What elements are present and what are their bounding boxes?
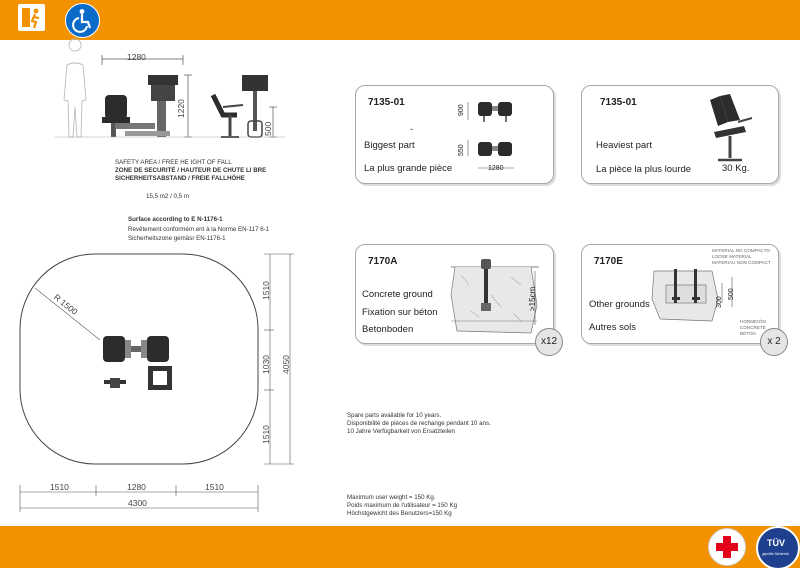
- max-weight-line-3: Höchstgewicht des Benutzers=150 Kg: [347, 510, 452, 517]
- biggest-part-dim-bottom: 1280: [488, 165, 504, 172]
- spares-line-1: Spare parts available for 10 years.: [347, 412, 442, 419]
- other-note-2: LOOSE MATERIAL: [712, 254, 752, 259]
- elevation-height-dim: 1220: [176, 99, 186, 118]
- safety-area: 15,5 m2 / 0,5 m: [146, 193, 189, 200]
- footer-bar: [0, 526, 800, 568]
- wheelchair-accessibility-icon: [65, 3, 100, 38]
- other-grounds-card: 7170E Other grounds Autres sols MATERIAL…: [581, 244, 779, 344]
- other-grounds-label-fr: Autres sols: [589, 322, 636, 333]
- safety-line-3: SICHERHEITSABSTAND / FREIE FALLHÖHE: [115, 175, 245, 182]
- header-bar: [0, 0, 800, 40]
- other-grounds-label-en: Other grounds: [589, 299, 650, 310]
- plan-drawing: [19, 253, 294, 512]
- concrete-ground-code: 7170A: [368, 256, 398, 267]
- plan-bottom-dim-right: 1510: [205, 482, 224, 492]
- spares-line-3: 10 Jahre Verfügbarkeit von Ersatzteilen: [347, 428, 455, 435]
- safety-line-1: SAFETY AREA / FREE HE IGHT OF FALL: [115, 159, 232, 166]
- plan-right-dim-bottom: 1510: [261, 425, 271, 444]
- surface-line-3: Sicherheitszone gemäsr EN-1176-1: [128, 235, 226, 242]
- plan-bottom-dim-left: 1510: [50, 482, 69, 492]
- plan-right-dim-top: 1510: [261, 281, 271, 300]
- other-dim-a: 300: [716, 296, 723, 308]
- other-note-3: MATERIAU NON COMPACT: [712, 260, 771, 265]
- surface-line-1: Surface according to E N-1176-1: [128, 216, 223, 223]
- other-grounds-drawing: [651, 269, 733, 322]
- other-note-1: MATERIAL NO COMPACTO: [712, 248, 771, 253]
- biggest-part-card: 7135-01 - Biggest part La plus grande pi…: [355, 85, 554, 184]
- heaviest-part-drawing: [710, 94, 753, 162]
- other-note-4: HORMIGÓN: [740, 319, 766, 324]
- biggest-part-label-fr: La plus grande pièce: [364, 163, 453, 174]
- concrete-ground-card: 7170A Concrete ground Fixation sur béton…: [355, 244, 554, 344]
- tuv-logo-subtext: geprüfte Sicherheit: [762, 552, 789, 556]
- biggest-part-dim-side: 550: [458, 144, 465, 156]
- tuv-logo-text: TÜV: [767, 538, 785, 548]
- plan-right-dim-middle: 1030: [261, 355, 271, 374]
- heaviest-part-card: 7135-01 Heaviest part La pièce la plus l…: [581, 85, 779, 184]
- max-weight-line-1: Maximum user weight = 150 Kg.: [347, 494, 436, 501]
- heaviest-part-code: 7135-01: [600, 97, 637, 108]
- concrete-count-badge: x12: [535, 328, 563, 356]
- max-weight-line-2: Poids maximum de l'utilisateur = 150 Kg: [347, 502, 458, 509]
- other-dim-b: 500: [728, 288, 735, 300]
- concrete-ground-label-fr: Fixation sur béton: [362, 307, 438, 318]
- biggest-part-drawing: [467, 102, 514, 169]
- heaviest-part-label-en: Heaviest part: [596, 140, 652, 151]
- elevation-drawing: [55, 38, 285, 138]
- spares-line-2: Disponibilité de pièces de rechange pend…: [347, 420, 491, 427]
- emergency-exit-icon: [18, 4, 45, 31]
- surface-line-2: Revêtement conformém ent à la Norme EN-1…: [128, 226, 270, 233]
- other-note-6: BÉTON: [740, 331, 756, 336]
- safety-line-2: ZONE DE SECURITÉ / HAUTEUR DE CHUTE LI B…: [115, 167, 267, 174]
- heaviest-part-label-fr: La pièce la plus lourde: [596, 164, 692, 175]
- biggest-part-dim-top: 900: [458, 104, 465, 116]
- biggest-part-code: 7135-01: [368, 97, 405, 108]
- plan-total-height: 4050: [281, 355, 291, 374]
- plan-total-width: 4300: [128, 498, 147, 508]
- concrete-fixation-drawing: [450, 259, 539, 334]
- elevation-width-dim: 1280: [127, 52, 146, 62]
- other-grounds-code: 7170E: [594, 256, 623, 267]
- concrete-ground-label-de: Betonboden: [362, 324, 414, 335]
- plan-bottom-dim-center: 1280: [127, 482, 146, 492]
- concrete-ground-label-en: Concrete ground: [362, 289, 433, 300]
- biggest-part-dash: -: [410, 124, 414, 135]
- other-note-5: CONCRETE: [740, 325, 766, 330]
- heaviest-part-weight: 30 Kg.: [722, 163, 750, 174]
- elevation-side-dim: 500: [263, 121, 273, 136]
- tuv-certification-logo: TÜV geprüfte Sicherheit: [756, 526, 800, 570]
- first-aid-cross-icon: [708, 528, 746, 566]
- concrete-depth-dim: >15cm: [528, 286, 537, 311]
- biggest-part-label-en: Biggest part: [364, 140, 415, 151]
- other-count-badge: x 2: [760, 328, 788, 356]
